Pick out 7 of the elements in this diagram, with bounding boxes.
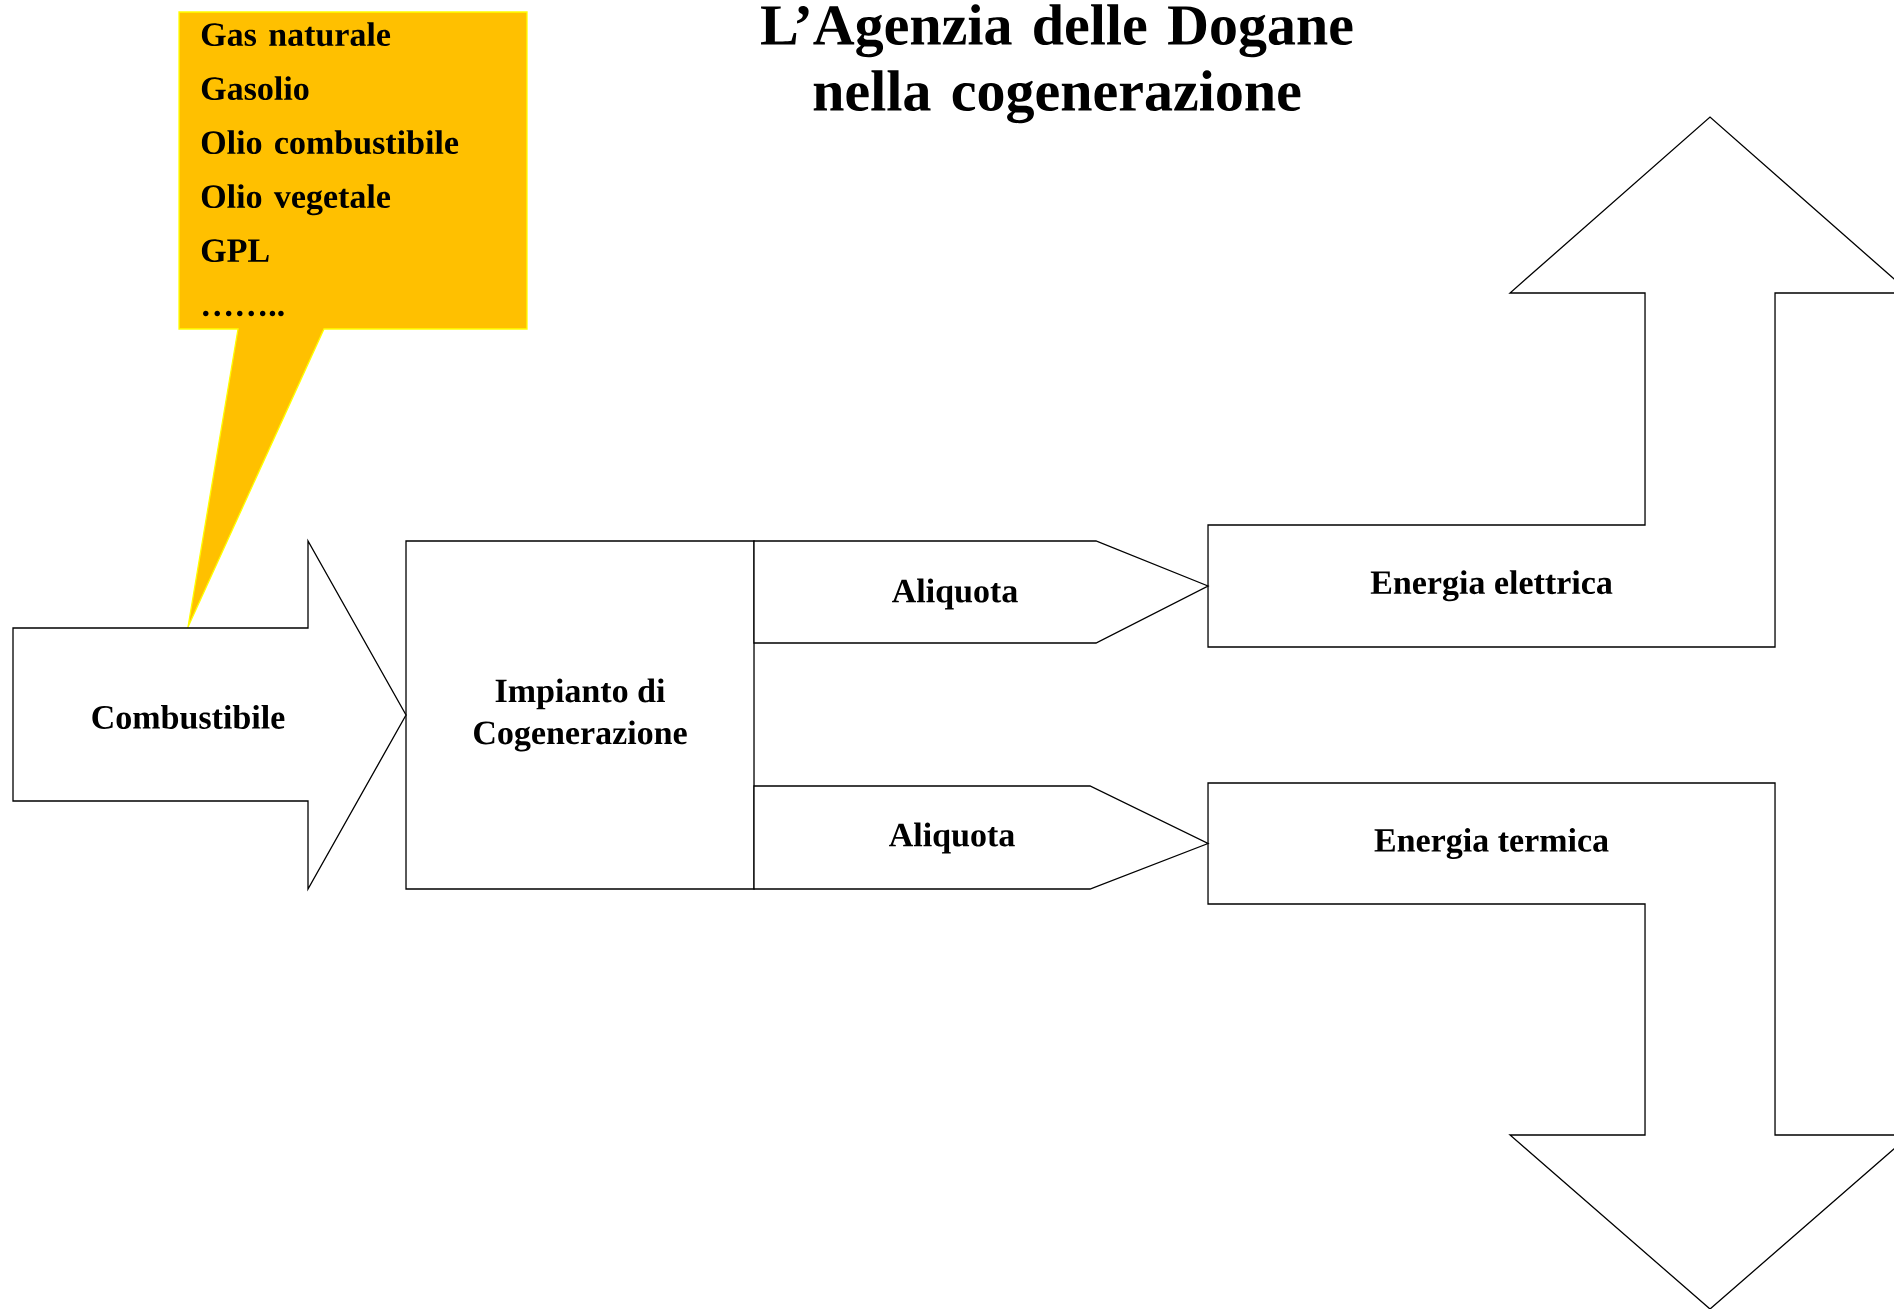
pentagon-arrow [753,785,1210,890]
edge-label: Aliquota [892,578,1018,610]
process-box: Impianto di Cogenerazione [405,540,755,890]
edge-label: Aliquota [889,822,1015,854]
block-arrow [12,538,407,892]
edge-label: Combustibile [92,705,285,729]
pentagon-arrow [753,540,1210,644]
